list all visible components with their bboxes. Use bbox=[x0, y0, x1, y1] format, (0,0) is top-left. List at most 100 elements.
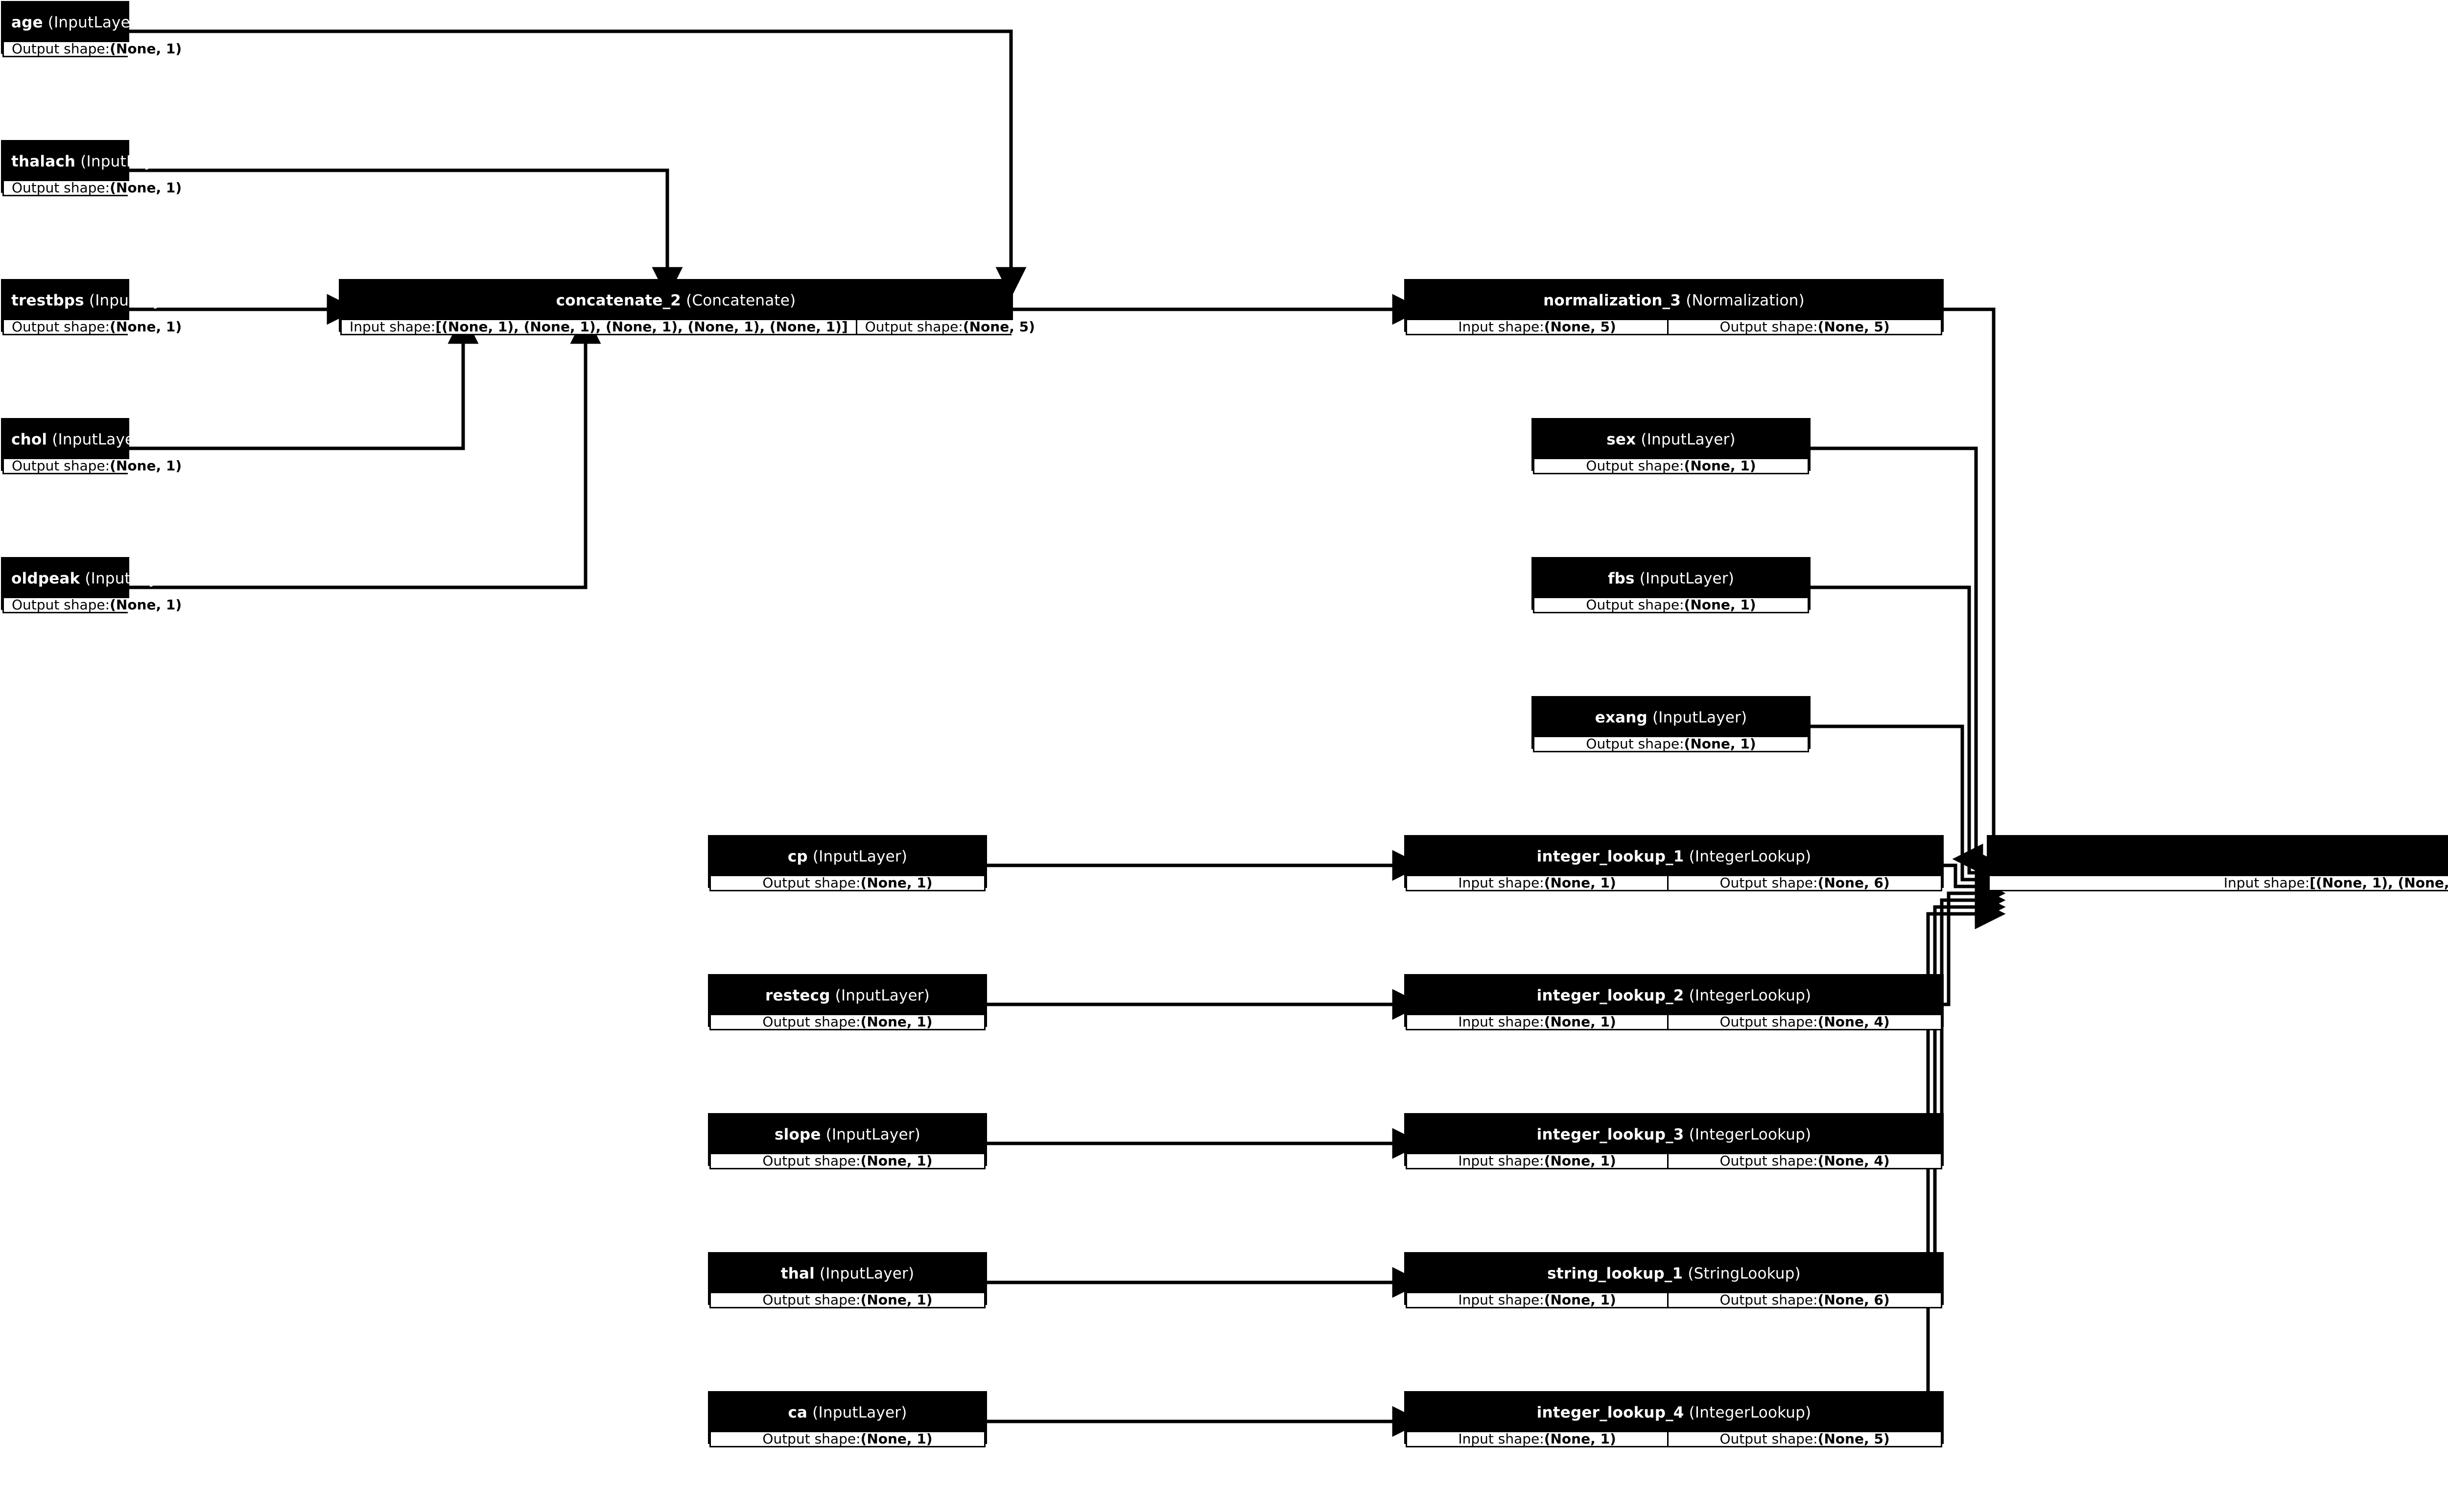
node-integer_lookup_3[interactable]: integer_lookup_3 (IntegerLookup)Input sh… bbox=[1404, 1113, 1944, 1169]
shape-value: (None, 1) bbox=[1544, 1014, 1616, 1030]
node-layer-type: (InputLayer) bbox=[52, 431, 147, 448]
node-layer-name: slope bbox=[775, 1126, 821, 1143]
node-layer-type: (InputLayer) bbox=[1652, 709, 1747, 726]
node-output-shape-cell: Output shape: (None, 1) bbox=[711, 1293, 984, 1307]
edge bbox=[1811, 446, 2006, 882]
node-layer-name: chol bbox=[11, 431, 47, 448]
node-title-thalach: thalach (InputLayer) bbox=[2, 141, 175, 181]
shape-value: (None, 1) bbox=[1544, 1153, 1616, 1169]
node-title-cp: cp (InputLayer) bbox=[709, 837, 986, 876]
node-slope[interactable]: slope (InputLayer) Output shape: (None, 1… bbox=[708, 1113, 987, 1169]
node-layer-name: age bbox=[11, 14, 43, 31]
shape-value: (None, 1) bbox=[1684, 458, 1756, 474]
shape-label: Output shape: bbox=[1586, 736, 1684, 752]
node-input-shape-cell: Input shape: (None, 1) bbox=[1407, 1153, 1668, 1169]
shape-value: (None, 1) bbox=[1544, 1292, 1616, 1308]
node-layer-type: (InputLayer) bbox=[1639, 570, 1735, 587]
shape-label: Output shape: bbox=[1586, 597, 1684, 613]
node-body-slope: Output shape: (None, 1) bbox=[709, 1154, 986, 1169]
node-oldpeak[interactable]: oldpeak (InputLayer)Output shape: (None,… bbox=[1, 557, 190, 613]
node-layer-name: thalach bbox=[11, 153, 76, 170]
node-output-shape-cell: Output shape: (None, 1) bbox=[4, 41, 190, 57]
shape-label: Output shape: bbox=[1719, 1153, 1818, 1169]
node-layer-name: integer_lookup_2 bbox=[1536, 987, 1684, 1004]
node-restecg[interactable]: restecg (InputLayer)Output shape: (None,… bbox=[708, 974, 987, 1030]
shape-label: Output shape: bbox=[762, 1431, 861, 1447]
shape-value: (None, 1) bbox=[110, 458, 182, 474]
shape-value: (None, 1) bbox=[110, 180, 182, 196]
node-output-shape-cell: Output shape: (None, 1) bbox=[4, 597, 190, 613]
node-title-oldpeak: oldpeak (InputLayer) bbox=[2, 558, 179, 598]
edge bbox=[129, 168, 683, 298]
node-output-shape-cell: Output shape: (None, 1) bbox=[4, 320, 190, 334]
shape-label: Output shape: bbox=[12, 41, 110, 57]
node-layer-type: (InputLayer) bbox=[47, 14, 143, 31]
shape-label: Input shape: bbox=[1458, 1431, 1544, 1447]
edge bbox=[1811, 585, 2006, 888]
shape-label: Output shape: bbox=[762, 875, 861, 891]
node-integer_lookup_2[interactable]: integer_lookup_2 (IntegerLookup)Input sh… bbox=[1404, 974, 1944, 1030]
node-title-integer_lookup_1: integer_lookup_1 (IntegerLookup) bbox=[1406, 837, 1942, 876]
node-thal[interactable]: thal (InputLayer)Output shape: (None, 1) bbox=[708, 1252, 987, 1308]
node-body-thalach: Output shape: (None, 1) bbox=[2, 181, 190, 196]
shape-label: Output shape: bbox=[12, 597, 110, 613]
shape-label: Output shape: bbox=[762, 1153, 861, 1169]
node-trestbps[interactable]: trestbps (InputLayer)Output shape: (None… bbox=[1, 279, 190, 335]
node-body-exang: Output shape: (None, 1) bbox=[1533, 737, 1809, 752]
shape-value: (None, 6) bbox=[1817, 1292, 1890, 1308]
shape-label: Output shape: bbox=[762, 1292, 861, 1308]
node-age[interactable]: age (InputLayer) Output shape: (None, 1) bbox=[1, 1, 190, 57]
shape-value: (None, 1) bbox=[860, 875, 933, 891]
node-title-concatenate_2: concatenate_2 (Concatenate) bbox=[340, 280, 1012, 320]
node-ca[interactable]: ca (InputLayer) Output shape: (None, 1) bbox=[708, 1391, 987, 1447]
shape-value: (None, 1) bbox=[1544, 875, 1616, 891]
node-body-integer_lookup_3: Input shape: (None, 1) Output shape: (Non… bbox=[1406, 1154, 1942, 1169]
node-fbs[interactable]: fbs (InputLayer)Output shape: (None, 1) bbox=[1531, 557, 1811, 613]
shape-label: Output shape: bbox=[762, 1014, 861, 1030]
node-layer-type: (InputLayer) bbox=[812, 1404, 907, 1421]
node-cp[interactable]: cp (InputLayer)Output shape: (None, 1) bbox=[708, 835, 987, 891]
node-layer-type: (Concatenate) bbox=[686, 292, 796, 309]
node-output-shape-cell: Output shape: (None, 1) bbox=[711, 876, 984, 890]
node-concatenate_3[interactable]: concatenate_3 (Concatenate)Input shape: … bbox=[1987, 835, 2448, 891]
node-output-shape-cell: Output shape: (None, 1) bbox=[1534, 598, 1808, 612]
node-body-oldpeak: Output shape: (None, 1) bbox=[2, 598, 190, 613]
node-body-thal: Output shape: (None, 1) bbox=[709, 1293, 986, 1308]
node-input-shape-cell: Input shape: (None, 1) bbox=[1407, 1431, 1668, 1447]
node-normalization_3[interactable]: normalization_3 (Normalization)Input sha… bbox=[1404, 279, 1944, 335]
node-layer-type: (InputLayer) bbox=[812, 848, 908, 865]
node-layer-name: integer_lookup_3 bbox=[1536, 1126, 1684, 1143]
shape-value: [(None, 1), (None, 1), (None, 1), (None,… bbox=[2309, 875, 2448, 891]
node-title-chol: chol (InputLayer) bbox=[2, 419, 146, 459]
node-integer_lookup_4[interactable]: integer_lookup_4 (IntegerLookup)Input sh… bbox=[1404, 1391, 1944, 1447]
node-layer-name: ca bbox=[788, 1404, 808, 1421]
node-thalach[interactable]: thalach (InputLayer)Output shape: (None,… bbox=[1, 140, 190, 196]
node-title-integer_lookup_2: integer_lookup_2 (IntegerLookup) bbox=[1406, 976, 1942, 1015]
shape-value: (None, 4) bbox=[1817, 1014, 1890, 1030]
node-body-ca: Output shape: (None, 1) bbox=[709, 1432, 986, 1447]
node-layer-type: (InputLayer) bbox=[825, 1126, 920, 1143]
shape-label: Input shape: bbox=[350, 319, 436, 335]
shape-value: (None, 1) bbox=[110, 597, 182, 613]
node-exang[interactable]: exang (InputLayer)Output shape: (None, 1… bbox=[1531, 696, 1811, 752]
node-body-chol: Output shape: (None, 1) bbox=[2, 459, 190, 474]
node-title-fbs: fbs (InputLayer) bbox=[1533, 558, 1809, 598]
node-title-thal: thal (InputLayer) bbox=[709, 1254, 986, 1293]
shape-value: (None, 5) bbox=[1817, 1431, 1890, 1447]
shape-value: (None, 1) bbox=[1544, 1431, 1616, 1447]
node-layer-type: (InputLayer) bbox=[820, 1265, 915, 1282]
node-sex[interactable]: sex (InputLayer)Output shape: (None, 1) bbox=[1531, 418, 1811, 474]
node-concatenate_2[interactable]: concatenate_2 (Concatenate)Input shape: … bbox=[339, 279, 1043, 335]
shape-label: Input shape: bbox=[1458, 319, 1544, 335]
node-string_lookup_1[interactable]: string_lookup_1 (StringLookup)Input shap… bbox=[1404, 1252, 1944, 1308]
node-input-shape-cell: Input shape: [(None, 1), (None, 1), (Non… bbox=[342, 320, 856, 334]
node-integer_lookup_1[interactable]: integer_lookup_1 (IntegerLookup)Input sh… bbox=[1404, 835, 1944, 891]
node-output-shape-cell: Output shape: (None, 5) bbox=[1669, 320, 1941, 334]
node-body-sex: Output shape: (None, 1) bbox=[1533, 459, 1809, 474]
node-layer-name: restecg bbox=[765, 987, 830, 1004]
shape-label: Input shape: bbox=[1458, 1292, 1544, 1308]
edge bbox=[1944, 307, 1996, 875]
shape-value: (None, 1) bbox=[860, 1431, 933, 1447]
node-chol[interactable]: chol (InputLayer)Output shape: (None, 1) bbox=[1, 418, 190, 474]
